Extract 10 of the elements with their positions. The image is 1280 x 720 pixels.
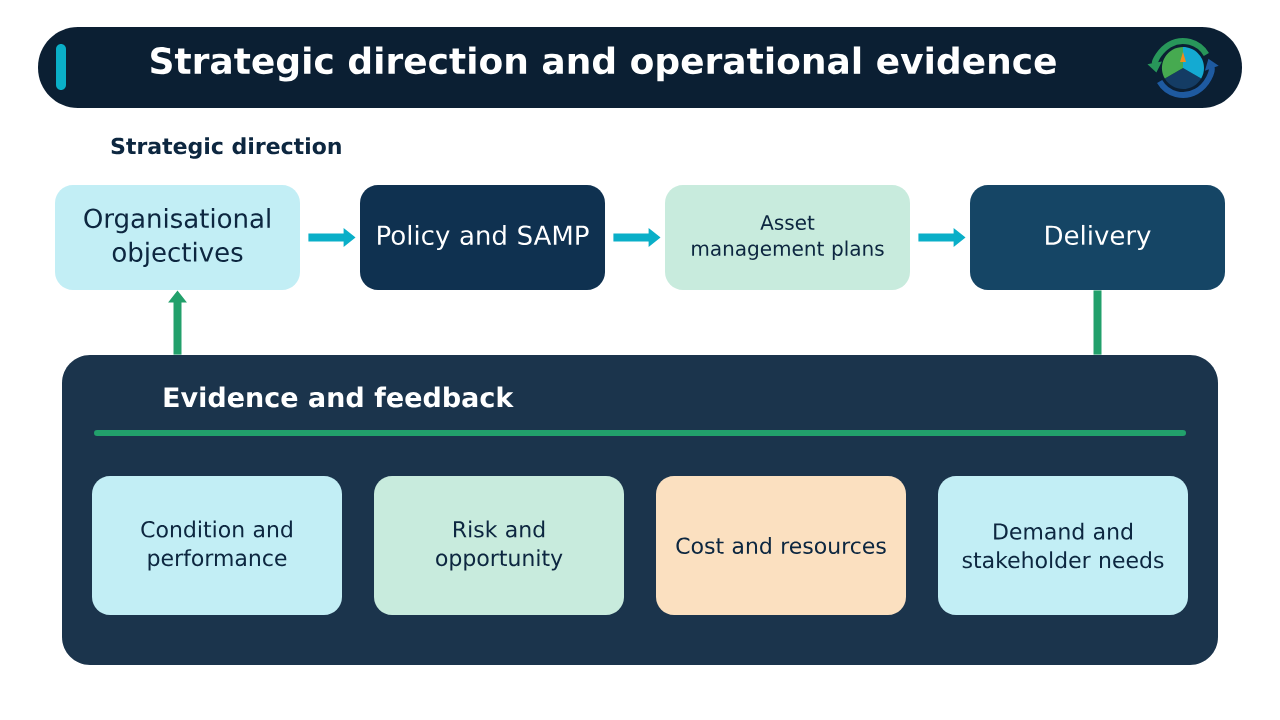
process-box: Delivery [970,185,1225,290]
category-box: Risk and opportunity [374,476,624,615]
category-box: Condition and performance [92,476,342,615]
process-box: Policy and SAMP [360,185,605,290]
section-heading: Strategic direction [111,137,341,159]
process-box: Organisational objectives [55,185,300,290]
category-box: Demand and stakeholder needs [938,476,1188,615]
category-box: Cost and resources [656,476,906,615]
title: Strategic direction and operational evidence [151,46,1056,82]
process-box: Asset management plans [665,185,910,290]
